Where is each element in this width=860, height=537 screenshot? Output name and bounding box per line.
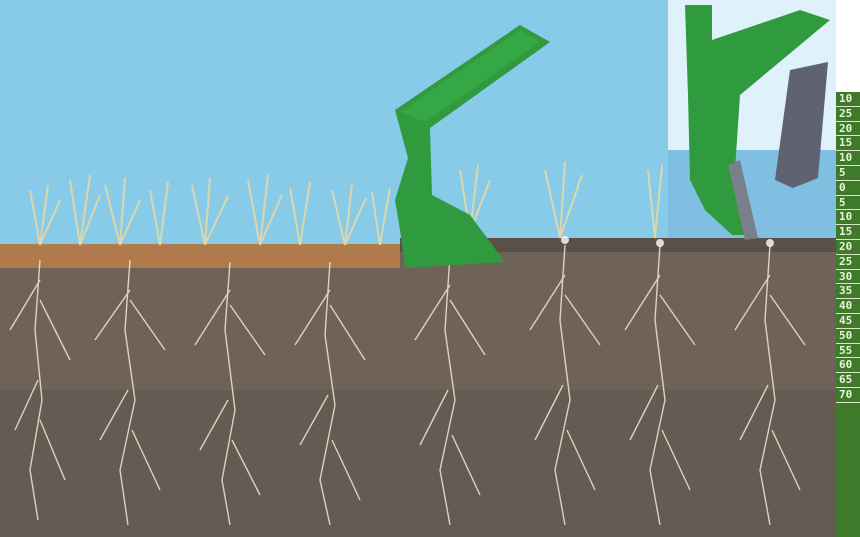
ruler-tick: 20 (836, 122, 860, 137)
ruler-tick: 10 (836, 151, 860, 166)
ruler-tick: 5 (836, 166, 860, 181)
ruler-tick: 25 (836, 255, 860, 270)
ruler-tick: 50 (836, 329, 860, 344)
ruler-tick: 10 (836, 92, 860, 107)
ruler-tick: 55 (836, 344, 860, 359)
ruler-tick: 70 (836, 388, 860, 403)
ruler-tick: 25 (836, 107, 860, 122)
ruler-tick: 35 (836, 284, 860, 299)
ruler-tick: 45 (836, 314, 860, 329)
ruler-tick: 60 (836, 358, 860, 373)
ruler-tick: 15 (836, 136, 860, 151)
ruler-tick: 20 (836, 240, 860, 255)
ruler-tick: 65 (836, 373, 860, 388)
residue-layer (0, 244, 400, 268)
ruler-tick: 10 (836, 210, 860, 225)
ruler-tick: 0 (836, 181, 860, 196)
soil-lower (0, 390, 836, 537)
ruler-tick: 15 (836, 225, 860, 240)
ruler-tick: 5 (836, 196, 860, 211)
ruler-tick: 40 (836, 299, 860, 314)
ruler-tick: 30 (836, 270, 860, 285)
